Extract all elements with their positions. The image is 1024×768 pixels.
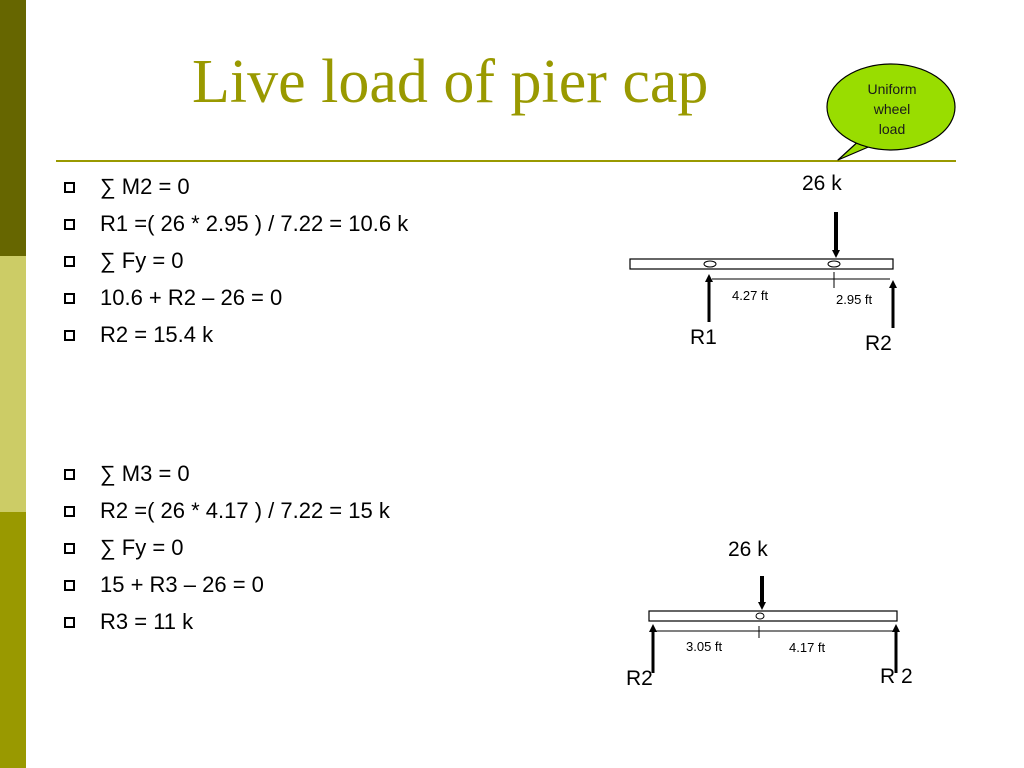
list-item: R1 =( 26 * 2.95 ) / 7.22 = 10.6 k <box>62 209 502 238</box>
title-divider <box>56 160 956 162</box>
list-item: R3 = 11 k <box>62 607 502 636</box>
load-label: 26 k <box>802 172 842 195</box>
list-item: ∑ M3 = 0 <box>62 459 502 488</box>
list-item: R2 =( 26 * 4.17 ) / 7.22 = 15 k <box>62 496 502 525</box>
equation-list-1: ∑ M2 = 0 R1 =( 26 * 2.95 ) / 7.22 = 10.6… <box>62 172 502 357</box>
beam <box>629 258 894 270</box>
list-item: ∑ Fy = 0 <box>62 533 502 562</box>
dimension-label: 4.17 ft <box>789 640 826 655</box>
dimension-label: 4.27 ft <box>732 288 769 303</box>
sidebar-stripe-dark <box>0 0 26 256</box>
square-bullet-icon <box>64 293 75 304</box>
slide-title: Live load of pier cap <box>192 48 709 116</box>
load-label: 26 k <box>728 538 768 561</box>
reaction-label: R 2 <box>880 665 913 688</box>
square-bullet-icon <box>64 182 75 193</box>
sidebar-stripe-olive <box>0 512 26 768</box>
support-marker <box>755 612 765 620</box>
list-item: ∑ Fy = 0 <box>62 246 502 275</box>
dimension-label: 2.95 ft <box>836 292 873 307</box>
dimension-label: 3.05 ft <box>686 639 723 654</box>
square-bullet-icon <box>64 330 75 341</box>
equation-list-2: ∑ M3 = 0 R2 =( 26 * 4.17 ) / 7.22 = 15 k… <box>62 459 502 644</box>
support-marker <box>827 260 841 268</box>
reaction-label: R2 <box>626 667 653 690</box>
callout-text: Uniform wheel load <box>867 81 917 137</box>
reaction-label: R2 <box>865 332 892 355</box>
square-bullet-icon <box>64 219 75 230</box>
beam-diagram-1: 26 k 4.27 ft 2.95 ft R1 R2 <box>629 172 897 355</box>
list-item: 10.6 + R2 – 26 = 0 <box>62 283 502 312</box>
reaction-label: R1 <box>690 326 717 349</box>
square-bullet-icon <box>64 256 75 267</box>
callout-bubble <box>826 63 956 161</box>
beam-diagram-2: 26 k 3.05 ft 4.17 ft R2 R 2 <box>626 538 913 690</box>
square-bullet-icon <box>64 617 75 628</box>
list-item: R2 = 15.4 k <box>62 320 502 349</box>
square-bullet-icon <box>64 469 75 480</box>
square-bullet-icon <box>64 506 75 517</box>
support-marker <box>703 260 717 268</box>
list-item: 15 + R3 – 26 = 0 <box>62 570 502 599</box>
square-bullet-icon <box>64 543 75 554</box>
beam <box>648 610 898 622</box>
square-bullet-icon <box>64 580 75 591</box>
sidebar-stripe-light <box>0 256 26 512</box>
list-item: ∑ M2 = 0 <box>62 172 502 201</box>
